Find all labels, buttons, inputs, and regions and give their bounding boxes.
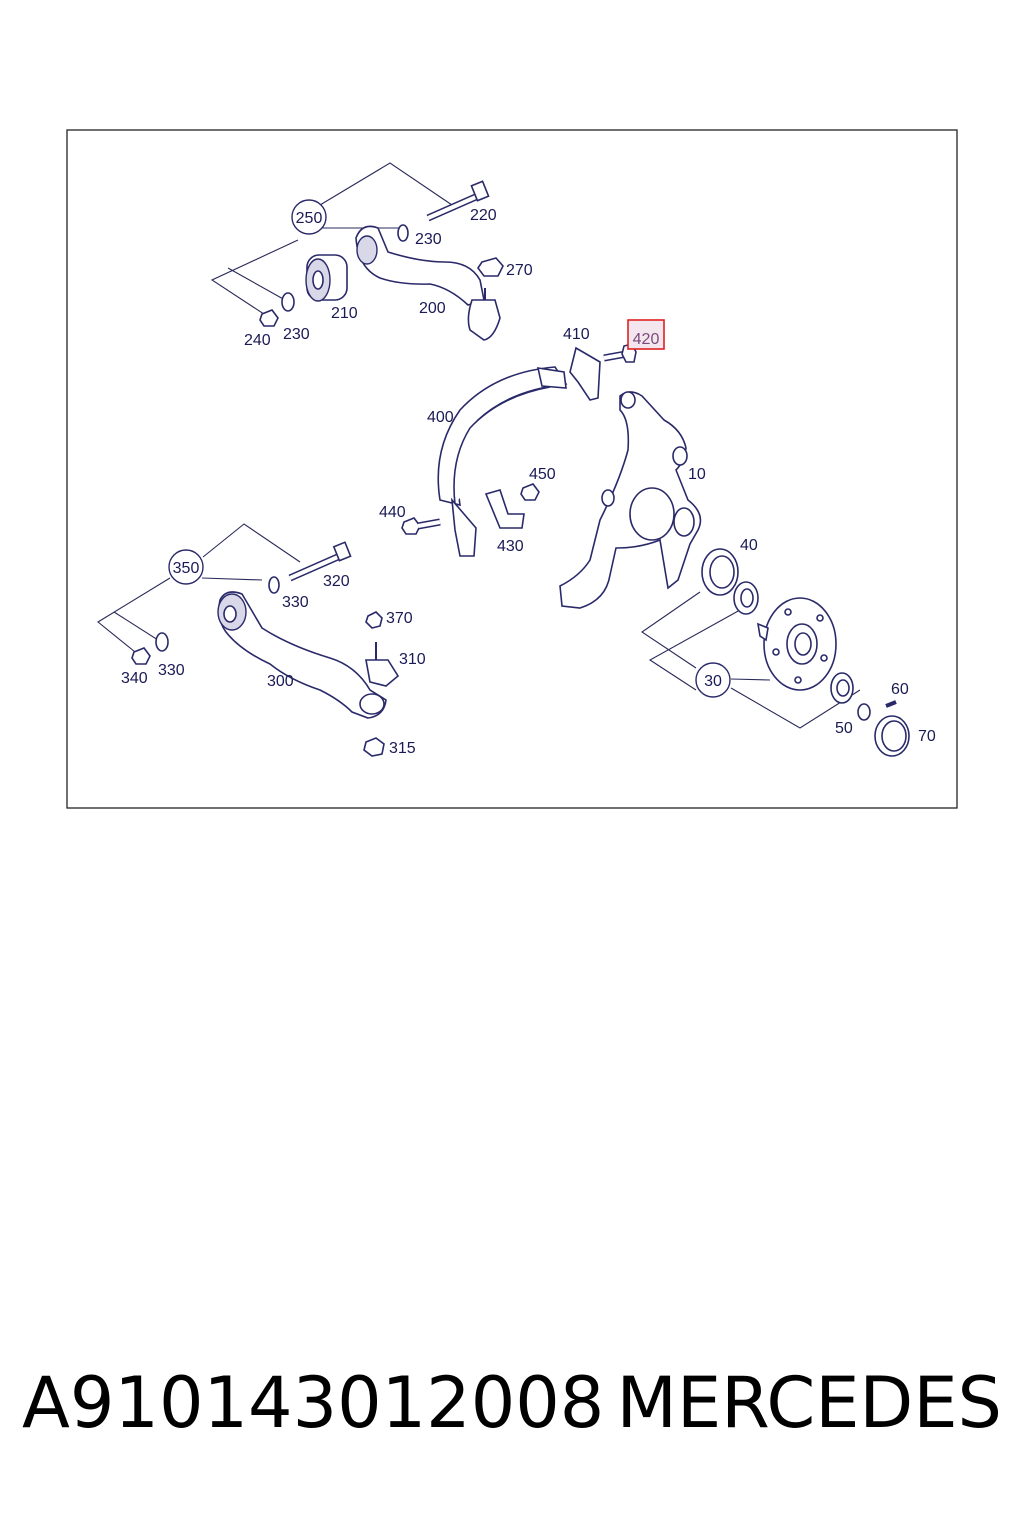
callout-420-highlight xyxy=(627,319,665,350)
callout-labels: 250 220 230 270 210 200 230 240 410 420 … xyxy=(121,207,936,757)
callout-315[interactable]: 315 xyxy=(389,740,416,757)
callout-70[interactable]: 70 xyxy=(918,728,936,745)
callout-30-circle xyxy=(695,662,731,698)
callout-40[interactable]: 40 xyxy=(740,537,758,554)
brand-name: MERCEDES xyxy=(616,1362,1002,1444)
callout-400[interactable]: 400 xyxy=(427,409,454,426)
callout-270[interactable]: 270 xyxy=(506,262,533,279)
callout-350-circle xyxy=(168,549,204,585)
callout-330-bottom[interactable]: 330 xyxy=(158,662,185,679)
callout-330-top[interactable]: 330 xyxy=(282,594,309,611)
callout-30[interactable]: 30 xyxy=(704,673,722,690)
lower-arm-group xyxy=(97,523,400,757)
callout-310[interactable]: 310 xyxy=(399,651,426,668)
callout-340[interactable]: 340 xyxy=(121,670,148,687)
callout-200[interactable]: 200 xyxy=(419,300,446,317)
callout-50[interactable]: 50 xyxy=(835,720,853,737)
upper-arm-group xyxy=(210,162,504,341)
callout-410[interactable]: 410 xyxy=(563,326,590,343)
callout-250[interactable]: 250 xyxy=(296,210,323,227)
diagram-frame xyxy=(66,129,958,809)
callout-10[interactable]: 10 xyxy=(688,466,706,483)
callout-320[interactable]: 320 xyxy=(323,573,350,590)
hub-group xyxy=(641,548,910,757)
callout-350[interactable]: 350 xyxy=(173,560,200,577)
caption-bar: A910143012008 MERCEDES xyxy=(0,1368,1024,1438)
steering-knuckle-group xyxy=(559,391,702,609)
strut-brace-group xyxy=(401,343,637,557)
callout-250-circle xyxy=(291,199,327,235)
part-number: A910143012008 xyxy=(22,1362,605,1444)
callout-230-bottom[interactable]: 230 xyxy=(283,326,310,343)
callout-450[interactable]: 450 xyxy=(529,466,556,483)
callout-440[interactable]: 440 xyxy=(379,504,406,521)
callout-240[interactable]: 240 xyxy=(244,332,271,349)
callout-60[interactable]: 60 xyxy=(891,681,909,698)
callout-300[interactable]: 300 xyxy=(267,673,294,690)
callout-220[interactable]: 220 xyxy=(470,207,497,224)
callout-430[interactable]: 430 xyxy=(497,538,524,555)
callout-370[interactable]: 370 xyxy=(386,610,413,627)
callout-230-top[interactable]: 230 xyxy=(415,231,442,248)
parts-diagram: 250 220 230 270 210 200 230 240 410 420 … xyxy=(66,129,958,809)
callout-420[interactable]: 420 xyxy=(633,331,660,348)
callout-210[interactable]: 210 xyxy=(331,305,358,322)
